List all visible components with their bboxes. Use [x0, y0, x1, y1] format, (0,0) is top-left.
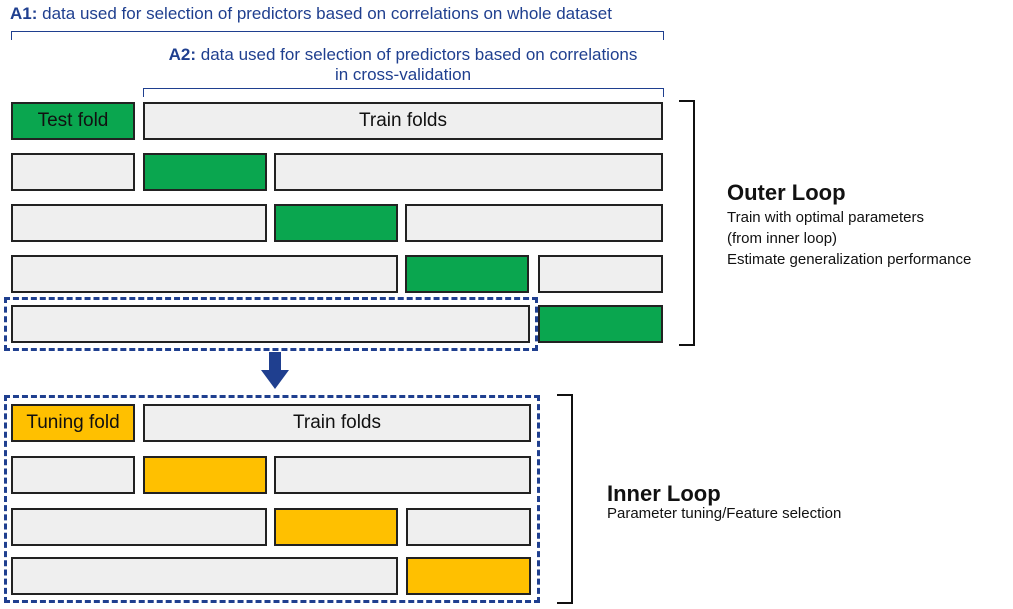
train-fold	[274, 153, 663, 191]
train-fold	[11, 255, 398, 293]
train-fold	[11, 305, 530, 343]
inner-loop-bracket	[557, 394, 573, 604]
outer-loop-title: Outer Loop	[727, 180, 846, 205]
outer-loop-bracket	[679, 100, 695, 346]
test-fold	[143, 153, 267, 191]
train-fold	[11, 557, 398, 595]
tuning-fold	[143, 456, 267, 494]
down-arrow-icon	[261, 352, 289, 389]
train-fold	[11, 204, 267, 242]
train-folds: Train folds	[143, 102, 663, 140]
a1-bracket	[11, 31, 664, 40]
outer-loop-description: Train with optimal parameters (from inne…	[727, 209, 972, 268]
train-fold	[11, 508, 267, 546]
train-fold	[405, 204, 663, 242]
test-fold	[274, 204, 398, 242]
tuning-fold	[406, 557, 531, 595]
dashed-selection-outer	[4, 297, 538, 351]
tuning-fold	[274, 508, 398, 546]
a1-annotation: A1: data used for selection of predictor…	[10, 4, 612, 23]
train-folds: Train folds	[143, 404, 531, 442]
test-fold	[405, 255, 529, 293]
train-fold	[406, 508, 531, 546]
test-fold: Test fold	[11, 102, 135, 140]
a2-bracket	[143, 88, 664, 97]
train-fold	[11, 456, 135, 494]
dashed-selection-inner	[4, 395, 540, 603]
inner-loop-title: Inner Loop	[607, 481, 721, 506]
train-fold	[538, 255, 663, 293]
inner-loop-description: Parameter tuning/Feature selection	[607, 505, 842, 522]
a2-annotation: A2: data used for selection of predictor…	[168, 45, 638, 84]
train-fold	[274, 456, 531, 494]
test-fold	[538, 305, 663, 343]
train-fold	[11, 153, 135, 191]
tuning-fold: Tuning fold	[11, 404, 135, 442]
